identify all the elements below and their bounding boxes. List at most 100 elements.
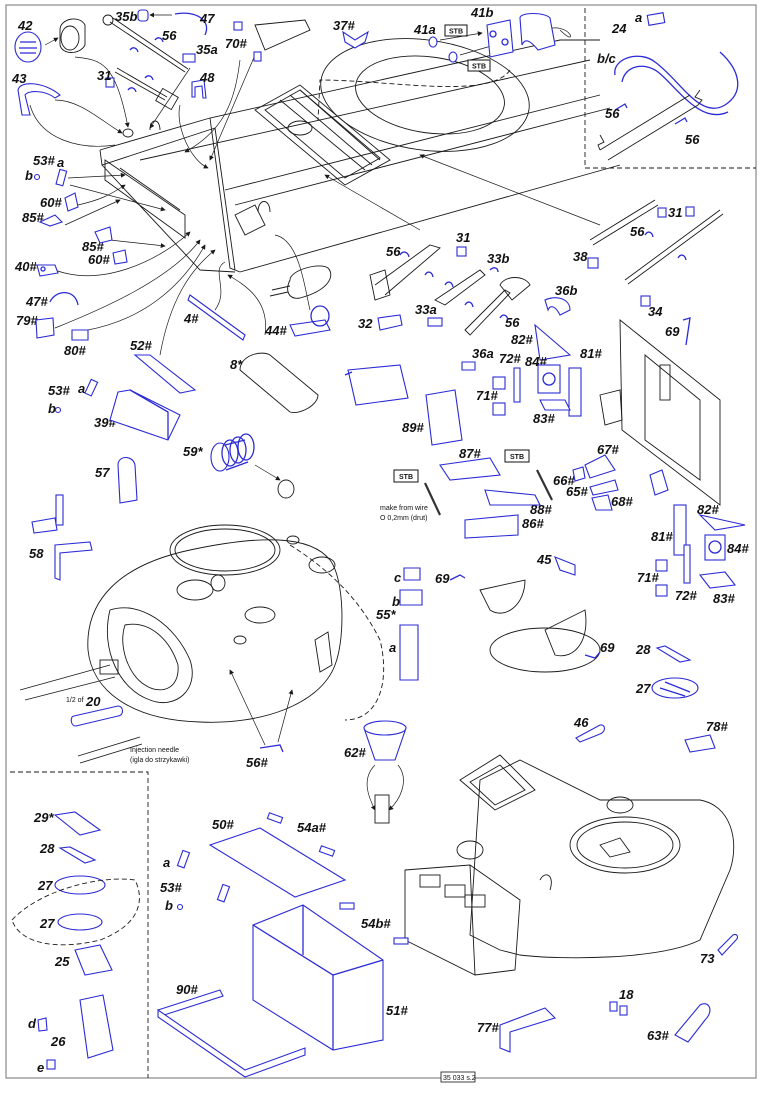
label-27: 27 <box>635 681 651 696</box>
label-33a: 33a <box>415 302 437 317</box>
hatch-parts-55-69-45: c b 55* a 69 45 69 <box>376 552 615 681</box>
label-82: 82# <box>697 502 719 517</box>
label-26d: d <box>28 1016 37 1031</box>
parts-27-28-right: 28 27 <box>635 642 699 699</box>
turret-parts: 59* 57 58 1/2 of 20 Injection needle (ig… <box>29 433 295 770</box>
label-90: 90# <box>176 982 198 997</box>
label-71: 71# <box>637 570 659 585</box>
stb-marker: STB <box>449 29 463 36</box>
sheet-border <box>5 4 757 1079</box>
label-78: 78# <box>706 719 728 734</box>
part-41-light-guard: 41a STB STB 41b <box>413 5 556 72</box>
label-89: 89# <box>402 420 424 435</box>
label-47: 47 <box>199 11 215 26</box>
label-53a: a <box>163 855 170 870</box>
label-57: 57 <box>95 465 110 480</box>
part-31-48-hammer: 31 48 <box>97 67 215 111</box>
part-56-clip <box>154 37 164 43</box>
label-53b: b <box>165 898 173 913</box>
label-31: 31 <box>668 205 682 220</box>
headlight-body <box>44 18 86 53</box>
axe-shovel-tools: 56 31 33b 33a 32 56 36b 36a 38 56 31 34 <box>358 199 724 371</box>
label-28: 28 <box>39 841 55 856</box>
label-18: 18 <box>619 987 634 1002</box>
left-small-parts: 53# a b 60# 85# 85# 60# 40# 47# 79# 80# … <box>14 153 331 441</box>
label-28: 28 <box>635 642 651 657</box>
label-45: 45 <box>536 552 552 567</box>
label-69: 69 <box>665 324 680 339</box>
label-48: 48 <box>199 70 215 85</box>
label-72: 72# <box>675 588 697 603</box>
label-26: 26 <box>50 1034 66 1049</box>
hull-rear-deck <box>99 38 621 299</box>
label-53b: b <box>48 401 56 416</box>
wire-note-diameter: O 0,2mm (drut) <box>380 515 427 522</box>
page-code-box: 51# 35 033 s.2 <box>440 1071 476 1083</box>
inset-border-strap <box>584 8 756 169</box>
part-24-strap-inset: 24 a b/c 56 56 <box>597 10 739 161</box>
hatch-inset-parts: 29* 28 27 27 25 d 26 e <box>11 810 140 1075</box>
label-42: 42 <box>17 18 33 33</box>
label-20-prefix: 1/2 of <box>66 697 84 704</box>
parts-86-89-box: 89# 87# STB STB make from wire O 0,2mm (… <box>344 364 553 539</box>
label-88: 88# <box>530 502 552 517</box>
label-24: 24 <box>611 21 627 36</box>
label-38: 38 <box>573 249 588 264</box>
label-60: 60# <box>88 252 110 267</box>
part-37-bracket: 37# <box>333 18 369 49</box>
label-56: 56 <box>605 106 620 121</box>
label-56: 56 <box>630 224 645 239</box>
label-29: 29* <box>33 810 54 825</box>
label-85: 85# <box>82 239 104 254</box>
label-43: 43 <box>11 71 27 86</box>
hull-side-plate <box>599 319 721 506</box>
label-84: 84# <box>727 541 749 556</box>
stowage-box-parts: 50# 54a# a 53# b 54b# 51# 90# <box>157 812 409 1078</box>
label-4: 4# <box>183 311 199 326</box>
page-code: 35 033 s.2 <box>443 1075 476 1082</box>
label-27: 27 <box>39 916 55 931</box>
stb-marker: STB <box>399 474 413 481</box>
label-69: 69 <box>435 571 450 586</box>
inset-border-hatch <box>10 771 149 1078</box>
parts-81-84-upper: 82# 72# 84# 81# 71# 83# <box>476 323 602 426</box>
label-20: 20 <box>85 694 101 709</box>
label-71: 71# <box>476 388 498 403</box>
label-47: 47# <box>25 294 48 309</box>
label-85: 85# <box>22 210 44 225</box>
label-51: 51# <box>386 1003 408 1018</box>
label-56: 56 <box>505 315 520 330</box>
label-56: 56 <box>162 28 177 43</box>
label-53a: a <box>57 155 64 170</box>
label-53: 53# <box>160 880 182 895</box>
parts-65-68: 67# 66# 65# 68# <box>553 442 633 511</box>
label-52: 52# <box>130 338 152 353</box>
parts-81-84-lower: 82# 81# 84# 71# 72# 83# <box>637 469 749 606</box>
label-63: 63# <box>647 1028 669 1043</box>
label-40: 40# <box>14 259 37 274</box>
label-34: 34 <box>648 304 663 319</box>
label-24bc: b/c <box>597 51 617 66</box>
front-hull-parts: 46 78# 62# 73 18 77# 63# <box>344 715 738 1053</box>
label-31: 31 <box>97 68 111 83</box>
label-67: 67# <box>597 442 619 457</box>
label-24a: a <box>635 10 642 25</box>
label-26e: e <box>37 1060 44 1075</box>
label-56: 56 <box>386 244 401 259</box>
label-37: 37# <box>333 18 355 33</box>
label-36b: 36b <box>555 283 577 298</box>
turret <box>19 524 385 723</box>
label-72: 72# <box>499 351 521 366</box>
part-43-guard: 43 <box>11 71 61 116</box>
label-33b: 33b <box>487 251 509 266</box>
part-42-lens: 42 <box>14 18 42 63</box>
label-77: 77# <box>477 1020 499 1035</box>
label-27: 27 <box>37 878 53 893</box>
label-66: 66# <box>553 473 575 488</box>
label-60: 60# <box>40 195 62 210</box>
label-56: 56# <box>246 755 268 770</box>
needle-note-translation: (igla do strzykawki) <box>130 757 190 764</box>
needle-note: Injection needle <box>130 747 179 754</box>
